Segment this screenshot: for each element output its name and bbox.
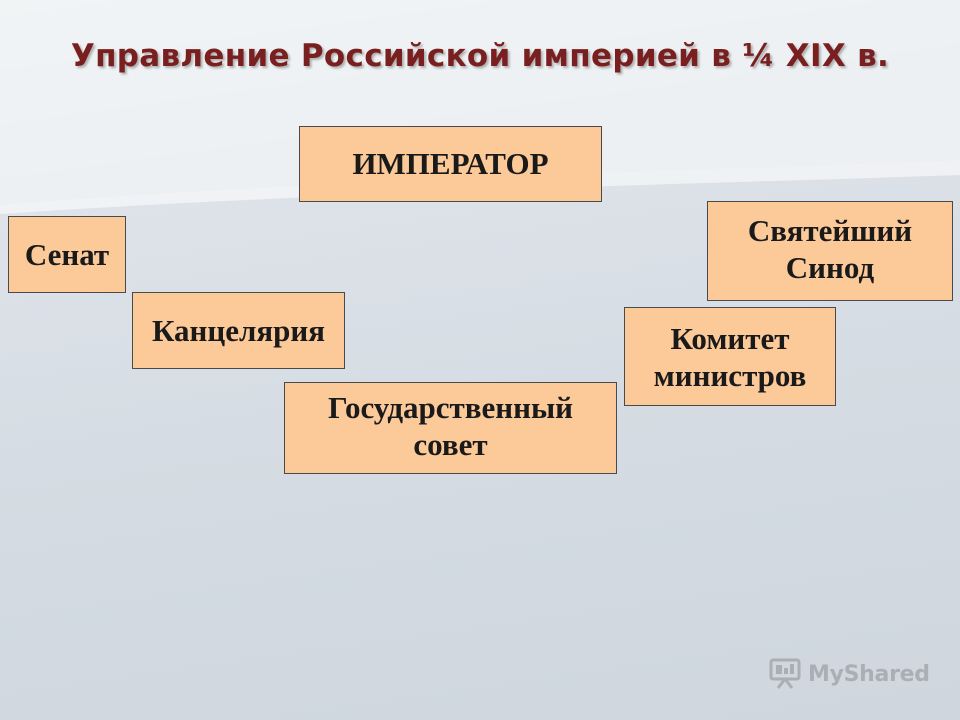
senate-label: Сенат — [24, 236, 110, 272]
watermark-text: MyShared — [808, 661, 930, 687]
holy-synod-box: Святейший Синод — [707, 201, 953, 301]
state-council-label: Государственный совет — [327, 390, 574, 463]
holy-synod-label: Святейший Синод — [747, 213, 913, 286]
projector-screen-icon — [769, 658, 801, 689]
committee-of-ministers-box: Комитет министров — [624, 307, 836, 406]
emperor-label: ИМПЕРАТОР — [352, 146, 549, 182]
chancery-label: Канцелярия — [151, 312, 326, 348]
slide-title: Управление Российской империей в ¼ XIX в… — [70, 38, 890, 74]
emperor-box: ИМПЕРАТОР — [299, 126, 602, 202]
myshared-watermark: MyShared — [768, 656, 930, 692]
senate-box: Сенат — [8, 216, 126, 293]
state-council-box: Государственный совет — [284, 382, 617, 474]
chancery-box: Канцелярия — [132, 292, 345, 369]
committee-of-ministers-label: Комитет министров — [653, 321, 807, 394]
